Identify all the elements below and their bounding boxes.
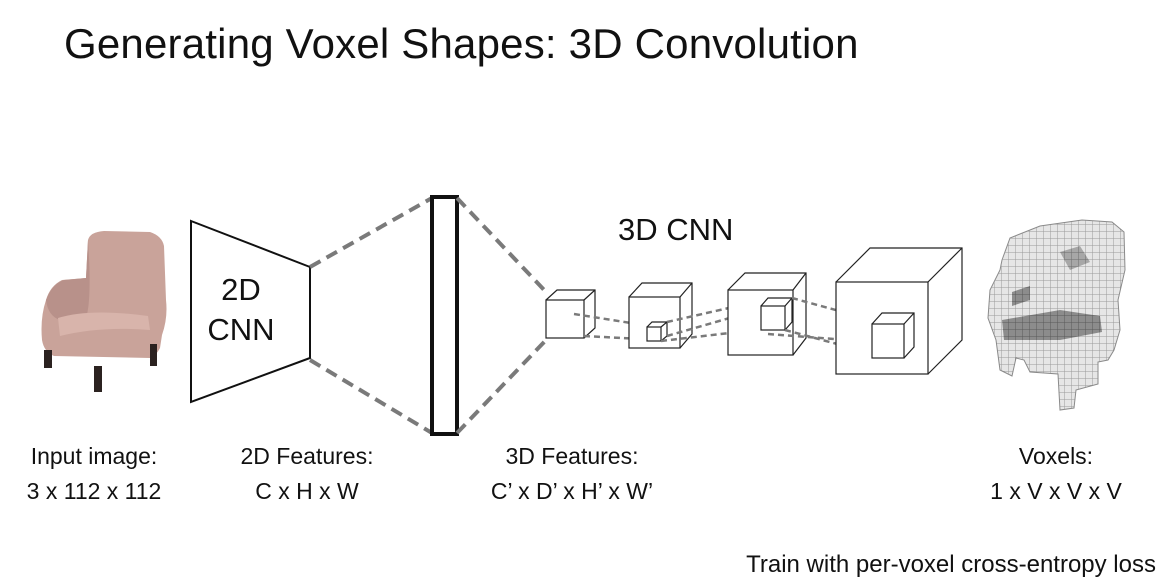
cnn-2d-label-line2: CNN bbox=[207, 312, 275, 347]
features-2d-caption: 2D Features: C x H x W bbox=[212, 439, 402, 509]
input-chair-image bbox=[41, 231, 167, 392]
input-image-caption-line1: Input image: bbox=[30, 443, 158, 469]
features-2d-caption-line1: 2D Features: bbox=[240, 443, 374, 469]
cnn-2d-trapezoid bbox=[190, 219, 311, 404]
cube-3dcnn-layer-3 bbox=[835, 247, 963, 375]
features-3d-caption: 3D Features: C’ x D’ x H’ x W’ bbox=[466, 439, 678, 509]
connector-features-cube-bottom bbox=[455, 336, 550, 435]
input-image-caption-line2: 3 x 112 x 112 bbox=[26, 478, 162, 504]
connector-2dcnn-features-bottom bbox=[308, 358, 434, 435]
input-image-caption: Input image: 3 x 112 x 112 bbox=[2, 439, 186, 509]
connector-features-cube-top bbox=[455, 196, 550, 296]
connector-2dcnn-features-top bbox=[309, 196, 433, 269]
training-note: Train with per-voxel cross-entropy loss bbox=[746, 551, 1156, 578]
cube-3dcnn-layer-1 bbox=[628, 282, 693, 349]
cnn-2d-label-line1: 2D bbox=[221, 272, 261, 307]
features-3d-caption-line2: C’ x D’ x H’ x W’ bbox=[490, 478, 654, 504]
features-2d-bar bbox=[430, 195, 459, 436]
cube-3dcnn-layer-2 bbox=[727, 272, 807, 356]
voxels-caption: Voxels: 1 x V x V x V bbox=[966, 439, 1146, 509]
features-2d-caption-line2: C x H x W bbox=[255, 478, 359, 504]
voxels-caption-line1: Voxels: bbox=[1018, 443, 1094, 469]
cube-3d-features bbox=[545, 289, 596, 339]
slide-title: Generating Voxel Shapes: 3D Convolution bbox=[64, 20, 859, 67]
cnn-3d-label: 3D CNN bbox=[618, 212, 734, 247]
cnn-2d-label: 2D CNN bbox=[198, 270, 284, 350]
voxel-chair-output bbox=[987, 219, 1126, 411]
voxels-caption-line2: 1 x V x V x V bbox=[990, 478, 1122, 504]
features-3d-caption-line1: 3D Features: bbox=[505, 443, 639, 469]
